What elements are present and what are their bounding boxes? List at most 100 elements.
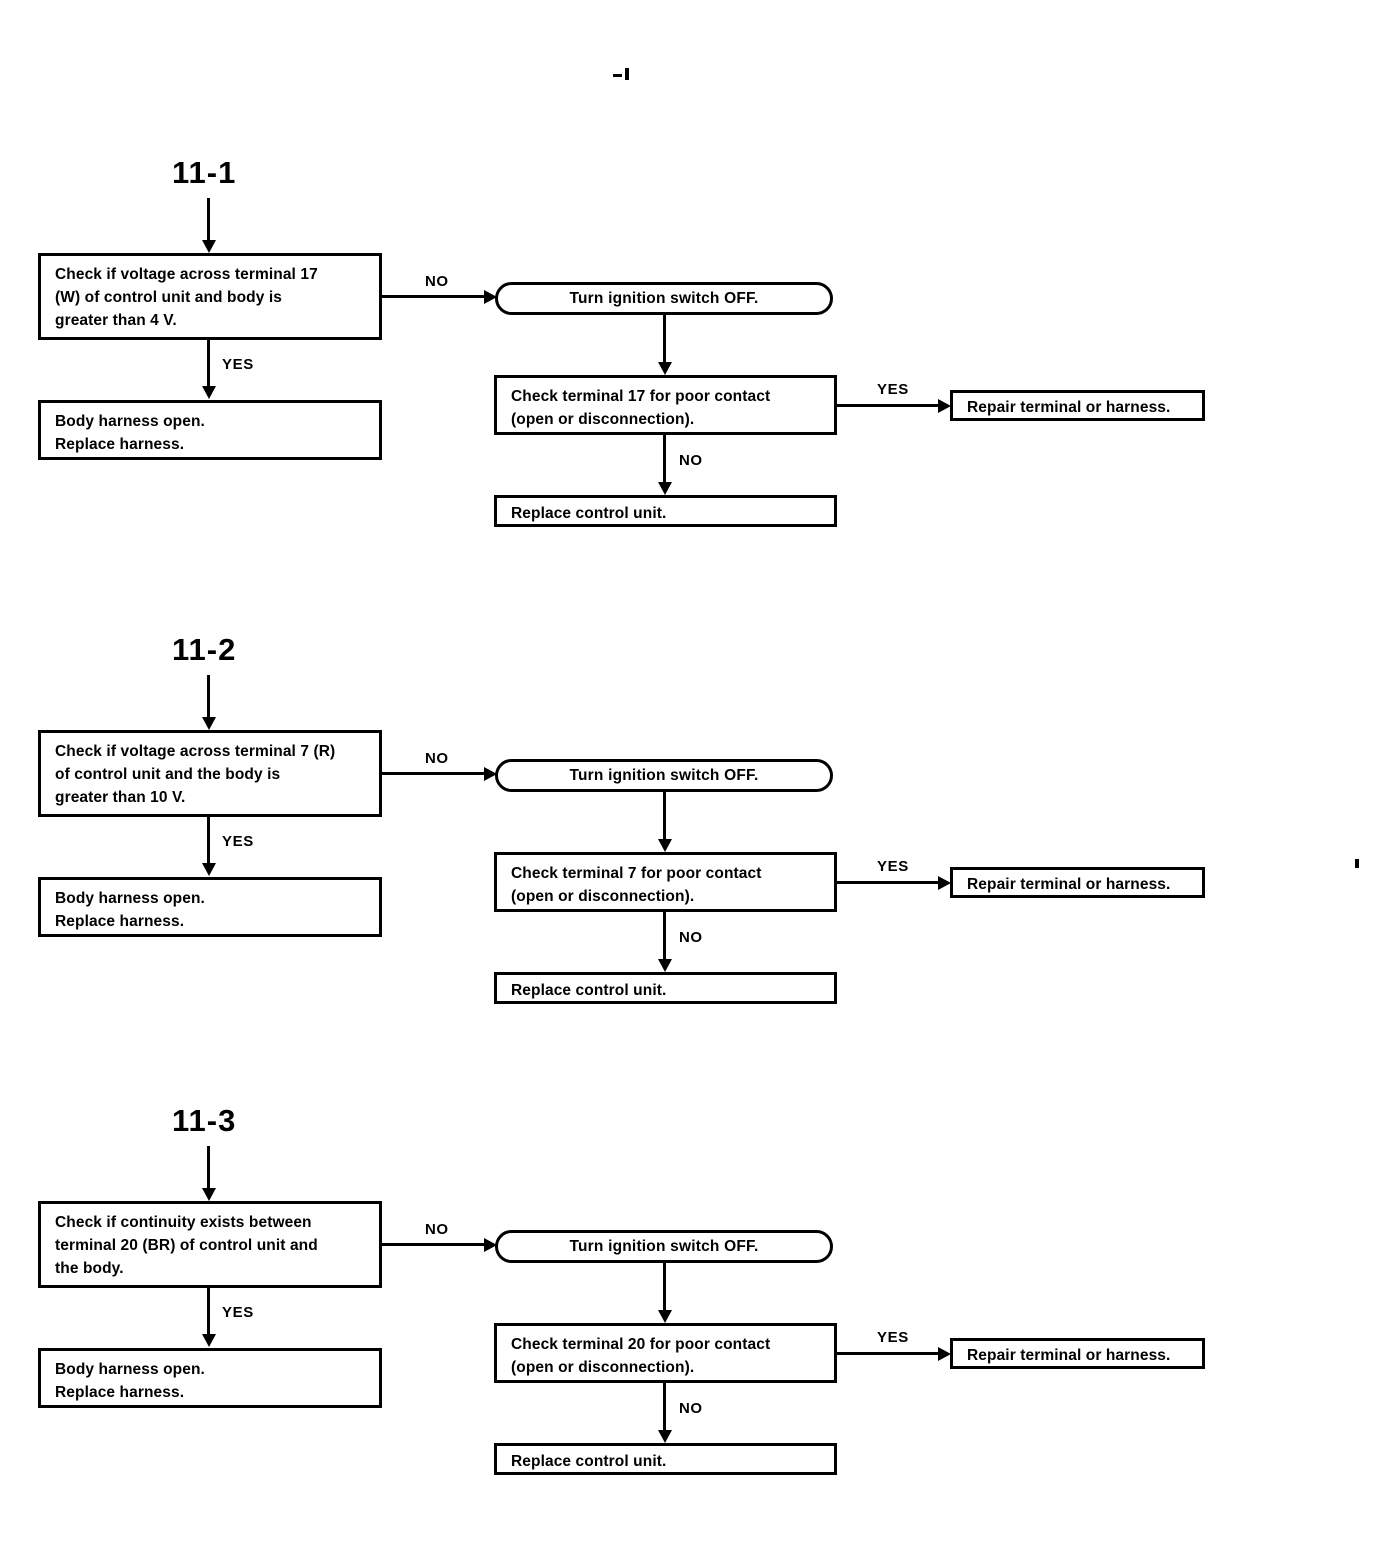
check-no-label: NO <box>679 929 703 946</box>
decision-line-2: of control unit and the body is <box>55 766 281 783</box>
decision-line-1: Check if continuity exists between <box>55 1214 312 1231</box>
yes-outcome-box: Body harness open. Replace harness. <box>38 1348 382 1408</box>
yes-branch-label: YES <box>222 356 254 373</box>
yes-outcome-line-1: Body harness open. <box>55 1361 205 1378</box>
terminator-label: Turn ignition switch OFF. <box>569 767 759 784</box>
yes-outcome-line-2: Replace harness. <box>55 913 185 930</box>
decision-line-3: greater than 10 V. <box>55 789 186 806</box>
yes-branch-connector <box>207 340 210 388</box>
decision-box: Check if voltage across terminal 17 (W) … <box>38 253 382 340</box>
decision-line-2: (W) of control unit and body is <box>55 289 282 306</box>
decision-line-2: terminal 20 (BR) of control unit and <box>55 1237 318 1254</box>
check-no-arrow-icon <box>658 959 672 972</box>
check-no-connector <box>663 1383 666 1431</box>
terminator-to-check-arrow-icon <box>658 839 672 852</box>
entry-arrow-icon <box>202 240 216 253</box>
terminator-box: Turn ignition switch OFF. <box>495 759 833 792</box>
yes-outcome-line-1: Body harness open. <box>55 890 205 907</box>
entry-connector <box>207 198 210 244</box>
check-no-connector <box>663 435 666 483</box>
repair-label: Repair terminal or harness. <box>967 876 1171 893</box>
terminator-box: Turn ignition switch OFF. <box>495 1230 833 1263</box>
no-branch-arrow-icon <box>484 1238 497 1252</box>
yes-branch-connector <box>207 1288 210 1336</box>
check-line-1: Check terminal 20 for poor contact <box>511 1336 771 1353</box>
entry-arrow-icon <box>202 1188 216 1201</box>
terminator-label: Turn ignition switch OFF. <box>569 1238 759 1255</box>
decision-box: Check if continuity exists between termi… <box>38 1201 382 1288</box>
yes-branch-label: YES <box>222 1304 254 1321</box>
no-branch-arrow-icon <box>484 290 497 304</box>
no-branch-connector <box>382 295 490 298</box>
section-label-11-2: 11-2 <box>172 632 237 667</box>
yes-branch-connector <box>207 817 210 865</box>
section-11-2: 11-2 Check if voltage across terminal 7 … <box>0 477 1393 1037</box>
check-yes-label: YES <box>877 858 909 875</box>
yes-outcome-line-1: Body harness open. <box>55 413 205 430</box>
check-box: Check terminal 20 for poor contact (open… <box>494 1323 837 1383</box>
replace-box: Replace control unit. <box>494 1443 837 1475</box>
replace-box: Replace control unit. <box>494 495 837 527</box>
check-line-2: (open or disconnection). <box>511 888 695 905</box>
check-no-arrow-icon <box>658 1430 672 1443</box>
yes-outcome-box: Body harness open. Replace harness. <box>38 400 382 460</box>
section-11-1: 11-1 Check if voltage across terminal 17… <box>0 0 1393 560</box>
yes-outcome-line-2: Replace harness. <box>55 1384 185 1401</box>
entry-connector <box>207 1146 210 1192</box>
decision-line-3: greater than 4 V. <box>55 312 177 329</box>
check-yes-connector <box>837 1352 947 1355</box>
terminator-box: Turn ignition switch OFF. <box>495 282 833 315</box>
check-yes-arrow-icon <box>938 876 951 890</box>
decision-line-1: Check if voltage across terminal 17 <box>55 266 318 283</box>
check-yes-connector <box>837 881 947 884</box>
check-no-arrow-icon <box>658 482 672 495</box>
decision-box: Check if voltage across terminal 7 (R) o… <box>38 730 382 817</box>
entry-arrow-icon <box>202 717 216 730</box>
check-line-1: Check terminal 7 for poor contact <box>511 865 762 882</box>
decision-line-3: the body. <box>55 1260 124 1277</box>
repair-label: Repair terminal or harness. <box>967 1347 1171 1364</box>
check-box: Check terminal 7 for poor contact (open … <box>494 852 837 912</box>
replace-label: Replace control unit. <box>511 982 667 999</box>
yes-outcome-line-2: Replace harness. <box>55 436 185 453</box>
check-line-1: Check terminal 17 for poor contact <box>511 388 771 405</box>
check-line-2: (open or disconnection). <box>511 411 695 428</box>
repair-box: Repair terminal or harness. <box>950 867 1205 898</box>
replace-box: Replace control unit. <box>494 972 837 1004</box>
scan-mark-top-icon <box>613 74 622 77</box>
section-label-11-3: 11-3 <box>172 1103 237 1138</box>
no-branch-label: NO <box>425 273 449 290</box>
terminator-to-check-arrow-icon <box>658 1310 672 1323</box>
repair-box: Repair terminal or harness. <box>950 390 1205 421</box>
decision-line-1: Check if voltage across terminal 7 (R) <box>55 743 336 760</box>
check-yes-label: YES <box>877 381 909 398</box>
check-yes-label: YES <box>877 1329 909 1346</box>
check-box: Check terminal 17 for poor contact (open… <box>494 375 837 435</box>
terminator-to-check-connector <box>663 792 666 840</box>
entry-connector <box>207 675 210 721</box>
no-branch-connector <box>382 772 490 775</box>
check-line-2: (open or disconnection). <box>511 1359 695 1376</box>
replace-label: Replace control unit. <box>511 1453 667 1470</box>
section-label-11-1: 11-1 <box>172 155 237 190</box>
no-branch-label: NO <box>425 1221 449 1238</box>
check-yes-connector <box>837 404 947 407</box>
replace-label: Replace control unit. <box>511 505 667 522</box>
terminator-to-check-arrow-icon <box>658 362 672 375</box>
yes-branch-arrow-icon <box>202 386 216 399</box>
check-no-label: NO <box>679 452 703 469</box>
check-yes-arrow-icon <box>938 399 951 413</box>
yes-branch-arrow-icon <box>202 863 216 876</box>
yes-branch-label: YES <box>222 833 254 850</box>
check-yes-arrow-icon <box>938 1347 951 1361</box>
scan-mark-right-icon <box>1355 859 1359 868</box>
yes-outcome-box: Body harness open. Replace harness. <box>38 877 382 937</box>
repair-box: Repair terminal or harness. <box>950 1338 1205 1369</box>
section-11-3: 11-3 Check if continuity exists between … <box>0 948 1393 1528</box>
no-branch-connector <box>382 1243 490 1246</box>
terminator-label: Turn ignition switch OFF. <box>569 290 759 307</box>
yes-branch-arrow-icon <box>202 1334 216 1347</box>
scan-mark-top-tick-icon <box>625 68 629 80</box>
terminator-to-check-connector <box>663 1263 666 1311</box>
